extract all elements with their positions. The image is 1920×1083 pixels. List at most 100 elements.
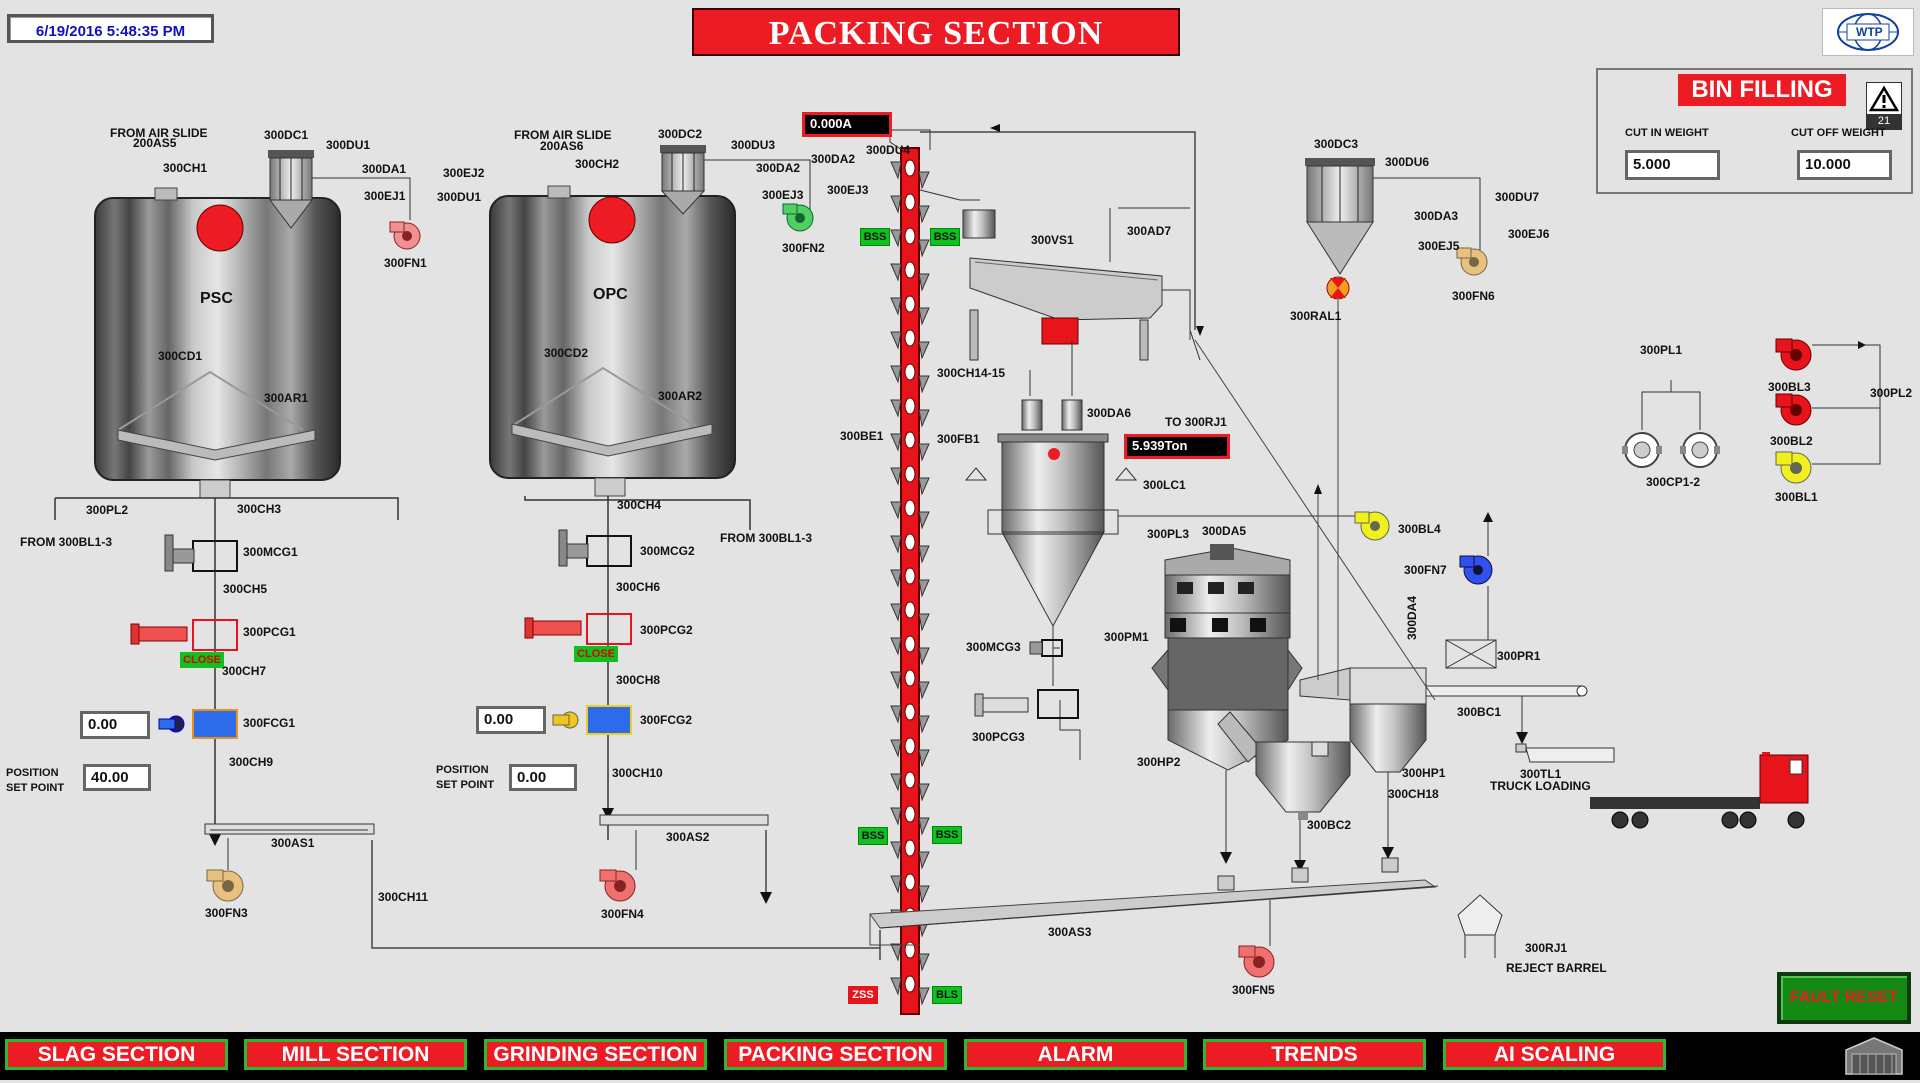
nav-ai-scaling[interactable]: AI SCALING xyxy=(1443,1039,1666,1070)
label-300ar1: 300AR1 xyxy=(264,391,309,405)
cut-in-weight-field[interactable]: 5.000 xyxy=(1625,150,1720,180)
blower-icon-300bl3[interactable] xyxy=(1775,338,1812,371)
elevator-bucket xyxy=(904,193,916,211)
label-300ch9: 300CH9 xyxy=(229,755,274,769)
label-300fn6: 300FN6 xyxy=(1452,289,1495,303)
label-300cd2: 300CD2 xyxy=(544,346,589,360)
bin-status-indicator xyxy=(1048,448,1060,460)
hopper-icon-300hp2[interactable] xyxy=(1255,741,1351,820)
label-300ral1: 300RAL1 xyxy=(1290,309,1342,323)
label-from-300bl1-3-a: FROM 300BL1-3 xyxy=(20,535,113,549)
elevator-bucket-right xyxy=(918,987,930,1006)
label-300da5: 300DA5 xyxy=(1202,524,1247,538)
nav-mill-section[interactable]: MILL SECTION xyxy=(244,1039,467,1070)
opc-silo[interactable] xyxy=(489,185,736,497)
reject-barrel-300rj1[interactable] xyxy=(1457,894,1503,958)
elevator-bucket-left xyxy=(890,705,902,724)
truck-loader-300tl1[interactable] xyxy=(1515,743,1615,763)
compressor-300cp1[interactable] xyxy=(1622,432,1662,468)
rotary-airlock-300ral1[interactable] xyxy=(1326,276,1350,300)
vibrating-screen-300vs1[interactable] xyxy=(962,209,1163,361)
airslide-300as2[interactable] xyxy=(599,814,769,826)
label-300mcg3: 300MCG3 xyxy=(966,640,1021,654)
nav-packing-section[interactable]: PACKING SECTION xyxy=(724,1039,947,1070)
fan-icon-300fn7[interactable] xyxy=(1459,555,1493,585)
bin-300fb1[interactable] xyxy=(964,399,1138,628)
motor-icon-vs1 xyxy=(1041,317,1079,345)
airslide-300as1[interactable] xyxy=(204,823,375,835)
label-300da6: 300DA6 xyxy=(1087,406,1132,420)
fan-icon-300fn2[interactable] xyxy=(782,203,814,232)
elevator-bucket-left xyxy=(890,501,902,520)
gate-valve-300pcg1[interactable] xyxy=(130,619,238,651)
bls-tag: BLS xyxy=(932,986,962,1004)
label-300du6: 300DU6 xyxy=(1385,155,1430,169)
fan-icon-300fn4[interactable] xyxy=(599,869,636,902)
elevator-bucket-right xyxy=(918,171,930,190)
packing-machine-300pm1[interactable] xyxy=(1151,544,1303,771)
elevator-bucket-left xyxy=(890,467,902,486)
fcg1-value-field[interactable]: 0.00 xyxy=(80,711,150,739)
elevator-bucket-right xyxy=(918,681,930,700)
position-setpoint-1-field[interactable]: 40.00 xyxy=(83,764,151,791)
dust-collector-300dc1[interactable] xyxy=(268,150,314,229)
dust-collector-300dc2[interactable] xyxy=(660,145,706,215)
blower-icon-300bl1[interactable] xyxy=(1775,451,1812,484)
cut-in-label: CUT IN WEIGHT xyxy=(1625,127,1709,139)
elevator-bucket xyxy=(904,261,916,279)
truck-icon xyxy=(1590,752,1809,829)
hopper-icon-300bc2[interactable] xyxy=(1311,741,1329,757)
gate-valve-300pcg2[interactable] xyxy=(524,613,632,645)
nav-trends[interactable]: TRENDS xyxy=(1203,1039,1426,1070)
label-300pl2-right: 300PL2 xyxy=(1870,386,1913,400)
label-300fn3: 300FN3 xyxy=(205,906,248,920)
elevator-bucket-right xyxy=(918,715,930,734)
datetime-display: 6/19/2016 5:48:35 PM xyxy=(7,14,214,43)
elevator-bucket-left xyxy=(890,331,902,350)
rotary-valve-300mcg1[interactable] xyxy=(164,534,238,572)
conveyor-300bc1[interactable] xyxy=(1425,685,1588,697)
warning-triangle-icon xyxy=(1868,85,1900,112)
label-to-300rj1: TO 300RJ1 xyxy=(1165,415,1227,429)
label-300cp1-2: 300CP1-2 xyxy=(1646,475,1701,489)
elevator-bucket xyxy=(904,975,916,993)
pcg1-status-tag: CLOSE xyxy=(180,652,224,668)
home-button[interactable] xyxy=(1838,1034,1910,1078)
elevator-bucket-right xyxy=(918,375,930,394)
flow-valve-300fcg2[interactable] xyxy=(552,705,632,735)
psc-label: PSC xyxy=(200,290,233,307)
fan-icon-300fn5[interactable] xyxy=(1238,945,1275,978)
blower-icon-300bl4[interactable] xyxy=(1354,511,1390,541)
rotary-valve-300mcg3[interactable] xyxy=(1029,639,1063,657)
fan-icon-300fn3[interactable] xyxy=(206,869,244,902)
alarm-warning-icon[interactable]: 21 xyxy=(1866,82,1902,130)
elevator-bucket xyxy=(904,567,916,585)
gate-valve-300pcg3[interactable] xyxy=(974,689,1079,719)
opc-status-indicator xyxy=(588,196,636,244)
blower-icon-300bl2[interactable] xyxy=(1775,393,1812,426)
nav-grinding-section[interactable]: GRINDING SECTION xyxy=(484,1039,707,1070)
fcg2-value-field[interactable]: 0.00 xyxy=(476,706,546,734)
label-300rj1: 300RJ1 xyxy=(1525,941,1568,955)
pressure-relief-300pr1[interactable] xyxy=(1445,639,1497,669)
dust-collector-300dc3[interactable] xyxy=(1305,158,1375,275)
fault-reset-button[interactable]: FAULT RESET xyxy=(1777,972,1911,1024)
nav-alarm[interactable]: ALARM xyxy=(964,1039,1187,1070)
flow-valve-300fcg1[interactable] xyxy=(158,709,238,739)
fan-icon-300fn6[interactable] xyxy=(1456,247,1488,276)
nav-slag-section[interactable]: SLAG SECTION xyxy=(5,1039,228,1070)
elevator-bucket xyxy=(904,737,916,755)
elevator-bucket-right xyxy=(918,885,930,904)
hopper-icon-300hp1[interactable] xyxy=(1349,667,1427,773)
rotary-valve-300mcg2[interactable] xyxy=(558,529,632,567)
psc-silo[interactable] xyxy=(94,187,341,499)
position-setpoint-2-field[interactable]: 0.00 xyxy=(509,764,577,791)
label-300pr1: 300PR1 xyxy=(1497,649,1541,663)
cut-off-weight-field[interactable]: 10.000 xyxy=(1797,150,1892,180)
label-truck-loading: TRUCK LOADING xyxy=(1490,779,1591,793)
label-300fn7: 300FN7 xyxy=(1404,563,1447,577)
airslide-300as3[interactable] xyxy=(879,885,1439,929)
fan-icon-300fn1[interactable] xyxy=(389,221,421,250)
label-300fb1: 300FB1 xyxy=(937,432,980,446)
compressor-300cp2[interactable] xyxy=(1680,432,1720,468)
